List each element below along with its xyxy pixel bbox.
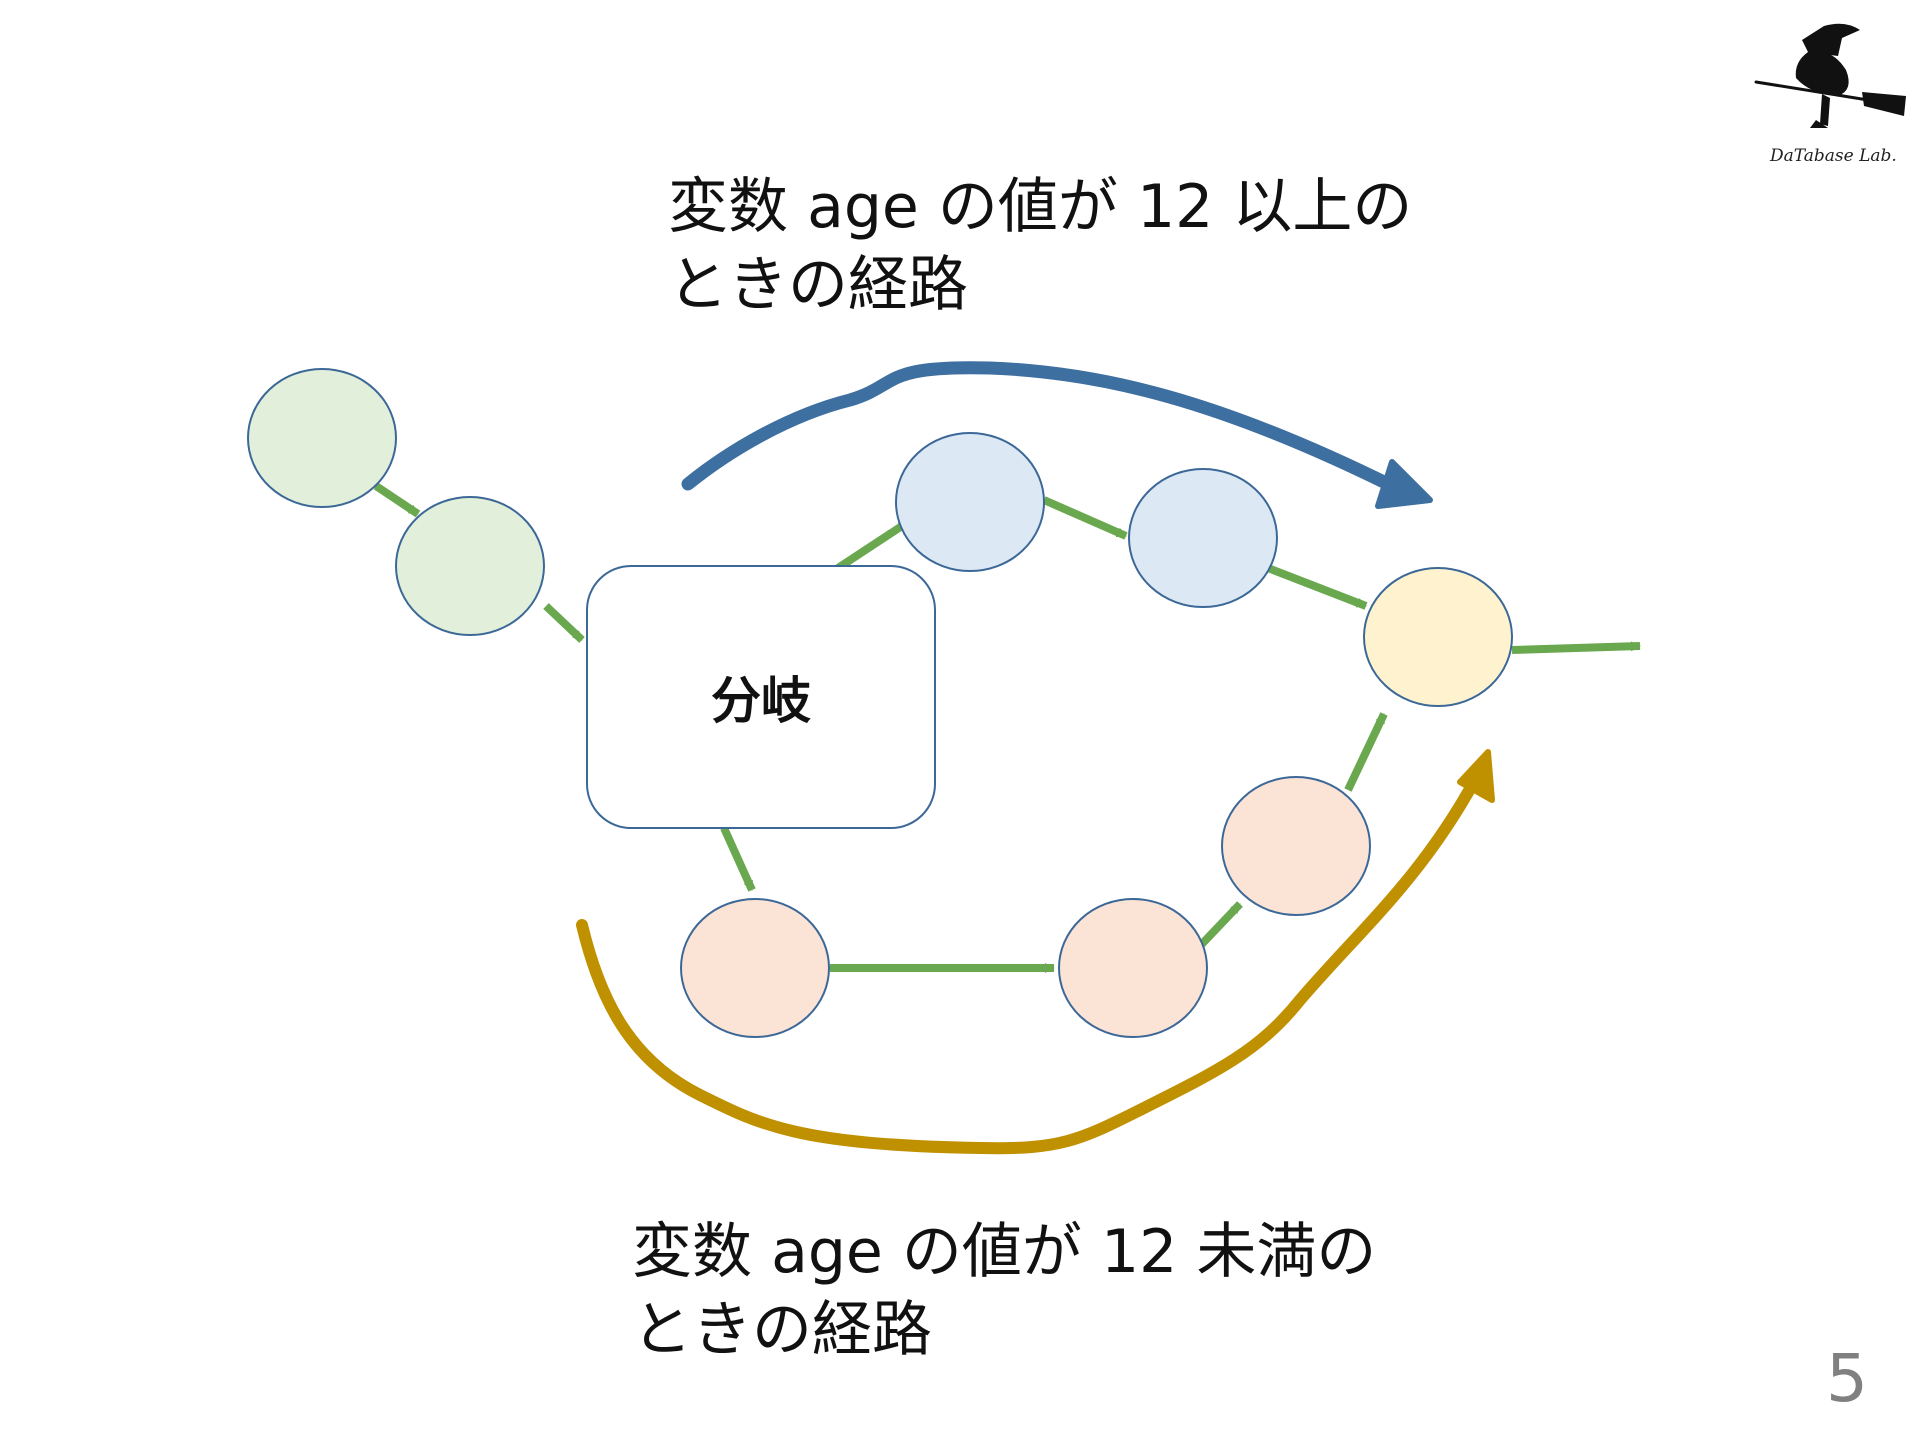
lower-path-caption-line: ときの経路	[632, 1295, 932, 1365]
lower-path-node	[1221, 776, 1371, 916]
upper-path-node	[1128, 468, 1278, 608]
upper-path-arrow	[681, 361, 1407, 497]
lower-path-arrow	[576, 774, 1481, 1155]
branch-label: 分岐	[711, 672, 811, 730]
merge-node	[1363, 567, 1513, 707]
flow-arrow	[720, 826, 756, 892]
start-node	[247, 368, 397, 508]
upper-path-arrowhead	[1375, 459, 1433, 509]
flow-arrow	[829, 518, 911, 576]
start-node	[395, 496, 545, 636]
lower-path-node	[1058, 898, 1208, 1038]
branch-box	[586, 565, 936, 829]
lower-path-caption: 変数 age の値が 12 未満の ときの経路	[632, 1213, 1376, 1369]
flow-arrow	[373, 482, 421, 518]
upper-path-node	[895, 432, 1045, 572]
lower-path-caption-line: 変数 age の値が 12 未満の	[632, 1217, 1377, 1287]
upper-path-caption-line: ときの経路	[668, 250, 968, 320]
flow-arrow	[1197, 901, 1243, 949]
upper-path-caption-line: 変数 age の値が 12 以上の	[668, 172, 1413, 242]
lower-path-arrowhead	[1457, 749, 1495, 803]
flow-arrow	[1266, 564, 1368, 610]
lower-path-node	[680, 898, 830, 1038]
upper-path-caption: 変数 age の値が 12 以上の ときの経路	[668, 168, 1412, 324]
page-number: 5	[1826, 1340, 1868, 1417]
flow-arrow	[543, 603, 585, 643]
flow-arrow	[1344, 712, 1388, 792]
witch-logo-icon	[1754, 23, 1906, 128]
flow-arrow	[1511, 641, 1641, 654]
flow-arrow	[1042, 496, 1128, 540]
logo-text: DaTabase Lab.	[1770, 146, 1897, 166]
